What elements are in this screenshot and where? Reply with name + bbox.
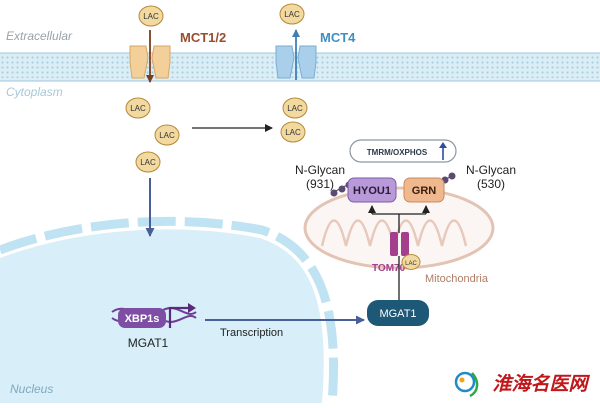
- svg-text:LAC: LAC: [140, 158, 156, 167]
- svg-text:LAC: LAC: [143, 12, 159, 21]
- svg-text:LAC: LAC: [405, 261, 417, 267]
- hyou1-box: [347, 177, 397, 203]
- grn-box: [403, 177, 445, 203]
- mgat1-protein-box: [367, 300, 429, 326]
- tmrm-oxphos-label: TMRM/OXPHOS: [367, 148, 428, 157]
- promoter-arrow-icon: [168, 303, 196, 328]
- lac-cytoplasm-right-1: LAC: [282, 97, 308, 119]
- lac-cytoplasm-3: LAC: [135, 151, 161, 173]
- up-arrow-icon: [439, 142, 447, 160]
- n-glycan-left-label: N-Glycan: [295, 163, 345, 177]
- mitochondria-label: Mitochondria: [425, 273, 489, 285]
- watermark-logo: [454, 371, 479, 398]
- tom70-channel: [390, 232, 409, 256]
- n-glycan-right-label: N-Glycan: [466, 163, 516, 177]
- lac-extracellular-right: LAC: [279, 3, 305, 25]
- svg-text:LAC: LAC: [130, 104, 146, 113]
- lac-cytoplasm-1: LAC: [125, 97, 151, 119]
- transcription-label: Transcription: [220, 327, 283, 339]
- mct12-label: MCT1/2: [180, 30, 226, 45]
- hyou1-label: HYOU1: [353, 185, 391, 197]
- mgat1-protein-label: MGAT1: [379, 308, 416, 320]
- lac-at-tom70: LAC: [401, 254, 421, 270]
- lac-extracellular-left: LAC: [138, 5, 164, 27]
- grn-label: GRN: [412, 185, 437, 197]
- nucleus: [0, 216, 338, 404]
- n-glycan-left-site: (931): [306, 177, 334, 191]
- extracellular-label: Extracellular: [6, 29, 73, 43]
- svg-text:LAC: LAC: [284, 10, 300, 19]
- xbp1s-box: [118, 308, 166, 328]
- n-glycan-right-site: (530): [477, 177, 505, 191]
- svg-text:LAC: LAC: [285, 128, 301, 137]
- tmrm-oxphos-box: [349, 139, 457, 163]
- lac-cytoplasm-2: LAC: [154, 124, 180, 146]
- mgat1-gene-label: MGAT1: [128, 336, 169, 350]
- mct4-label: MCT4: [320, 30, 356, 45]
- watermark-text: 淮海名医网: [492, 373, 590, 395]
- svg-text:LAC: LAC: [159, 131, 175, 140]
- nucleus-label: Nucleus: [10, 382, 53, 396]
- mct12-transporter: [129, 30, 171, 83]
- lac-cytoplasm-right-2: LAC: [280, 121, 306, 143]
- svg-text:LAC: LAC: [287, 104, 303, 113]
- cytoplasm-label: Cytoplasm: [6, 85, 63, 99]
- mct4-transporter: [275, 29, 317, 80]
- xbp1s-label: XBP1s: [125, 313, 160, 325]
- import-arrows: [368, 205, 430, 233]
- tom70-label: TOM70: [372, 263, 406, 274]
